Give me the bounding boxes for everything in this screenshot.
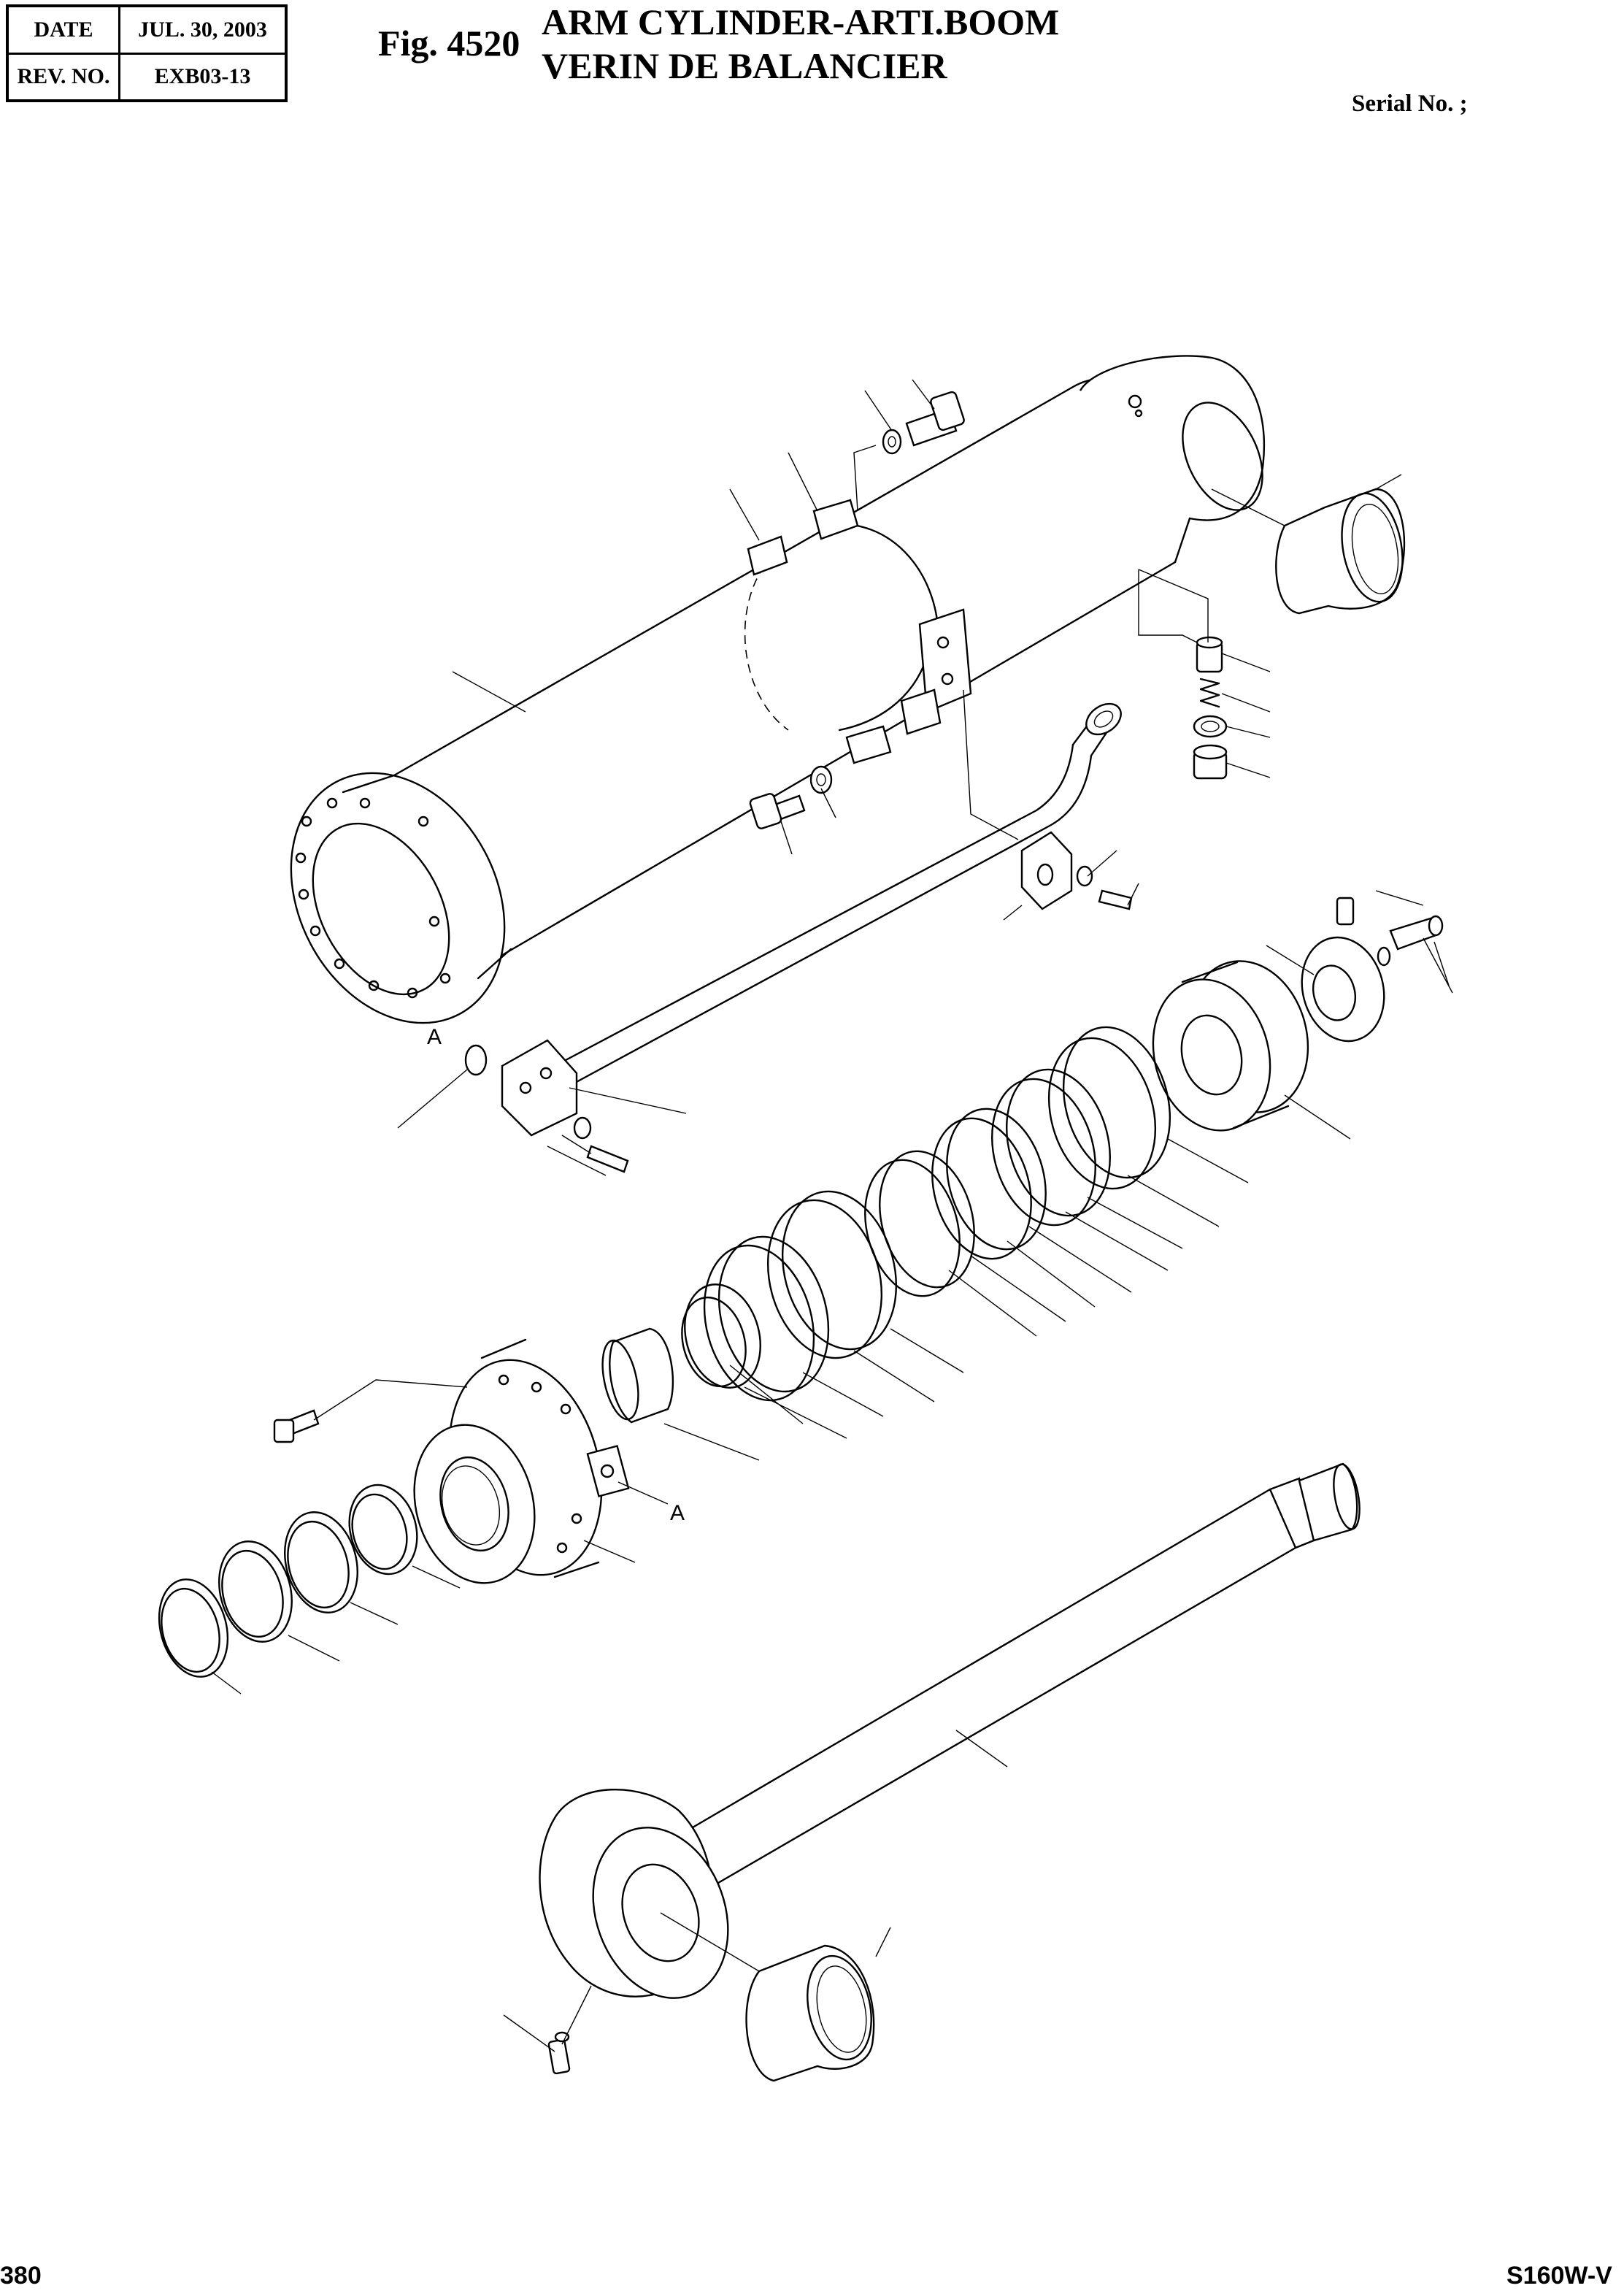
clamp-bolt	[749, 765, 833, 829]
date-value: JUL. 30, 2003	[118, 4, 288, 55]
pipe-clamp-brackets	[747, 499, 972, 764]
serial-number: Serial No. ;	[1352, 91, 1468, 117]
page-number: 380	[0, 2262, 42, 2290]
revision-table: DATE JUL. 30, 2003 REV. NO. EXB03-13	[6, 4, 288, 102]
rev-label: REV. NO.	[6, 52, 120, 102]
piston	[1152, 897, 1444, 1132]
rod-seal-rings	[158, 1484, 418, 1678]
rev-value: EXB03-13	[118, 52, 288, 102]
hydraulic-pipe	[464, 702, 1133, 1173]
check-valve-parts	[1193, 636, 1228, 780]
rod-cover	[273, 1338, 630, 1584]
piston-rod	[539, 1462, 1361, 2082]
model-code: S160W-V	[1506, 2262, 1612, 2290]
figure-title: ARM CYLINDER-ARTI.BOOM VERIN DE BALANCIE…	[542, 0, 1059, 88]
leader-lines	[211, 379, 1453, 2052]
eye-bushing-upper	[1275, 488, 1406, 615]
title-line-2: VERIN DE BALANCIER	[542, 45, 947, 86]
date-label: DATE	[6, 4, 120, 55]
figure-number: Fig. 4520	[378, 23, 520, 64]
piston-seal-rings	[601, 1026, 1171, 1424]
cylinder-eye-end	[1079, 355, 1266, 563]
flange-bolt-holes	[295, 797, 451, 999]
cylinder-tube	[290, 378, 1177, 1024]
top-bolt	[882, 391, 965, 455]
title-line-1: ARM CYLINDER-ARTI.BOOM	[542, 1, 1060, 42]
callout-a-upper: A	[427, 1025, 442, 1049]
callout-a-lower: A	[670, 1501, 685, 1525]
